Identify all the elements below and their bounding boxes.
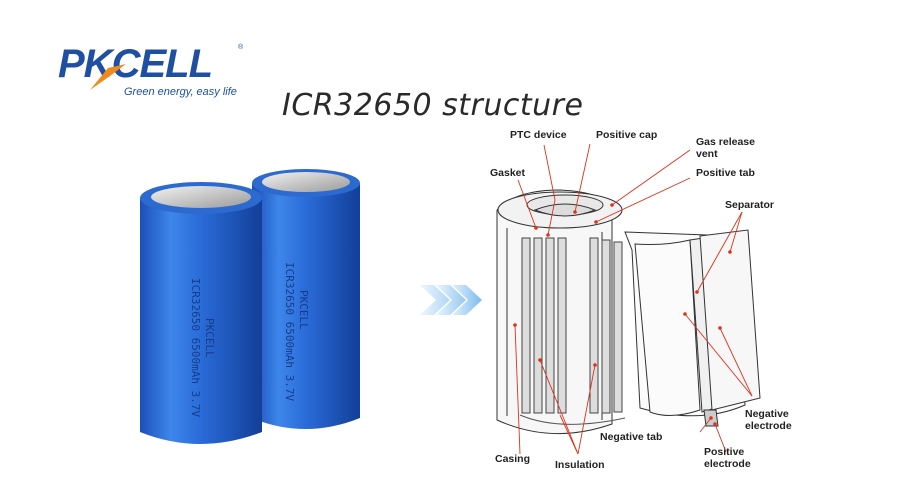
chevron-right-icon: [436, 285, 466, 315]
label-positive-tab: Positive tab: [696, 167, 755, 179]
label-insulation: Insulation: [555, 459, 605, 471]
logo-registered-mark: ®: [238, 44, 244, 51]
logo-swoosh-icon: [90, 64, 126, 90]
chevron-right-icon: [420, 285, 450, 315]
electrode-stack-right: [589, 237, 623, 414]
label-negative-electrode-1: Negative: [745, 408, 789, 420]
logo-wordmark: PKCELL: [58, 42, 213, 86]
chevron-right-icon: [452, 285, 482, 315]
page-title: ICR32650 structure: [282, 88, 584, 123]
label-negative-electrode-2: electrode: [745, 420, 792, 432]
logo-wordmark-cell: CELL: [111, 42, 213, 86]
label-separator: Separator: [725, 199, 774, 211]
pkcell-logo: PKCELL ® Green energy, easy life: [58, 44, 248, 104]
electrode-stack-left: [521, 237, 567, 414]
label-positive-cap: Positive cap: [596, 129, 657, 141]
battery-cell-front: PKCELL ICR32650 6500mAh 3.7V: [140, 182, 262, 444]
label-gas-release-vent-2: vent: [696, 148, 718, 160]
label-ptc-device: PTC device: [510, 129, 567, 141]
label-negative-tab: Negative tab: [600, 431, 662, 443]
label-gas-release-vent-1: Gas release: [696, 136, 755, 148]
label-casing: Casing: [495, 453, 530, 465]
cell-back-model-print: ICR32650 6500mAh 3.7V: [283, 262, 296, 401]
cell-front-model-print: ICR32650 6500mAh 3.7V: [189, 278, 202, 417]
battery-cell-back: PKCELL ICR32650 6500mAh 3.7V: [252, 169, 360, 429]
leader-lines: [514, 143, 753, 455]
label-gasket: Gasket: [490, 167, 526, 179]
leader-dots: [513, 203, 732, 426]
direction-arrow: [420, 285, 482, 315]
label-positive-electrode-2: electrode: [704, 458, 751, 470]
cell-back-brand-print: PKCELL: [297, 290, 310, 330]
logo-tagline: Green energy, easy life: [124, 86, 237, 98]
label-positive-electrode-1: Positive: [704, 446, 744, 458]
cell-front-brand-print: PKCELL: [203, 318, 216, 358]
